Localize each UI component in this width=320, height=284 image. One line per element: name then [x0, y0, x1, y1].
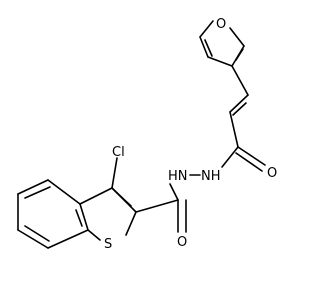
vinyl-linker: [229, 65, 249, 148]
bond: [232, 102, 247, 116]
bond: [125, 211, 137, 236]
bond: [17, 229, 49, 249]
bond: [47, 229, 89, 249]
bond: [24, 186, 51, 199]
bond: [17, 179, 49, 195]
furan-oxygen-label: O: [216, 17, 226, 32]
thiophene-sulfur-label: S: [104, 237, 112, 252]
bond: [75, 209, 83, 227]
bond: [229, 27, 245, 47]
amide-carbonyl: [135, 199, 187, 233]
bond: [231, 65, 249, 96]
bond: [229, 111, 239, 148]
chemical-structure-diagram: O Cl O HN NH O S: [17, 17, 277, 252]
carbonyl-oxygen-upper-label: O: [267, 166, 277, 181]
bond: [204, 39, 213, 57]
bond: [169, 183, 179, 201]
hydrazide-nh-label: NH: [201, 169, 221, 184]
bond: [237, 146, 266, 166]
bond: [79, 203, 89, 231]
bond: [199, 36, 209, 58]
bond: [135, 199, 179, 213]
bond: [221, 146, 239, 168]
bond: [229, 94, 249, 113]
bond: [24, 225, 50, 242]
structure-canvas: O Cl O HN NH O S: [17, 17, 278, 252]
benzene-ring: [17, 179, 89, 249]
carbonyl-oxygen-lower-label: O: [177, 235, 187, 250]
bond: [79, 187, 113, 205]
bond: [112, 188, 132, 207]
acyl-hydrazide: [169, 146, 266, 201]
bond: [47, 179, 81, 205]
bond: [87, 229, 101, 241]
bond: [235, 152, 263, 172]
furan-ring: [199, 20, 245, 67]
bond: [111, 157, 118, 189]
thiophene-ring: [79, 187, 137, 241]
bond: [199, 20, 214, 38]
bond: [207, 56, 233, 67]
hydrazide-hn-label: HN: [168, 169, 188, 184]
chlorine-label: Cl: [112, 145, 125, 160]
bond: [235, 48, 244, 61]
